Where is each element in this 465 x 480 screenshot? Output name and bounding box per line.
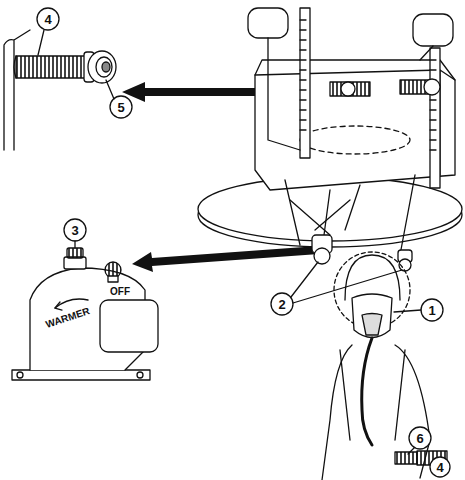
callout-number: 1: [428, 304, 435, 317]
callout-number: 5: [117, 101, 124, 114]
callout-number: 4: [436, 461, 443, 474]
callout-number: 2: [278, 298, 285, 311]
callout-circle: [37, 8, 450, 477]
plate-marking: OFF: [110, 287, 130, 297]
hose-inset: [4, 30, 116, 150]
regulator-inset: [12, 248, 158, 380]
aircrew-figure: [322, 252, 447, 480]
callout-number: 4: [44, 13, 51, 26]
callout-number: 6: [416, 432, 423, 445]
callout-number: 3: [71, 224, 78, 237]
seat-assembly: [198, 8, 462, 271]
